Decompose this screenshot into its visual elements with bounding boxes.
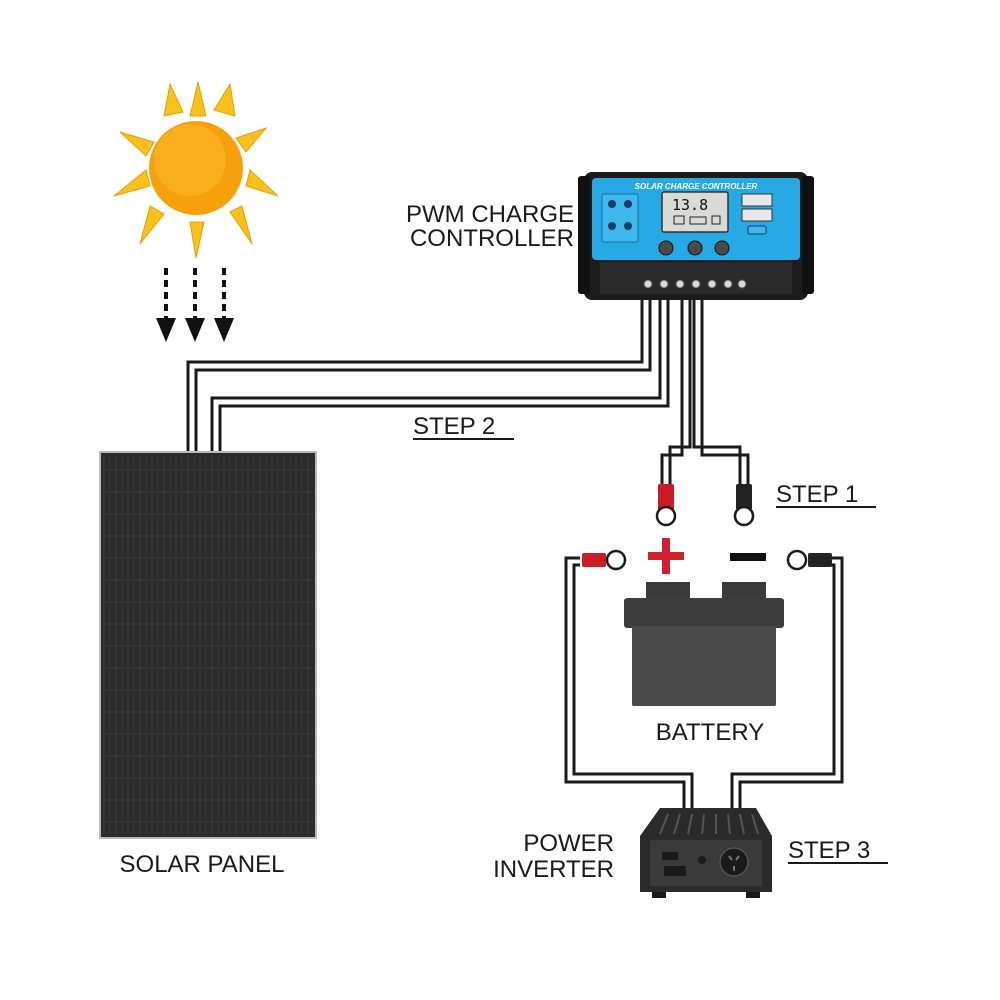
inverter-label-line1: POWER	[523, 830, 614, 857]
controller-button-2	[687, 240, 703, 256]
controller-button-3	[714, 240, 730, 256]
controller-label-line1: PWM CHARGE	[406, 201, 574, 228]
negative-sign	[730, 553, 766, 561]
solar-panel	[99, 451, 317, 839]
step-3-label: STEP 3	[788, 837, 870, 864]
solar-panel-label: SOLAR PANEL	[120, 851, 285, 878]
lcd-value: 13.8	[672, 196, 708, 214]
usb-port-icon	[741, 193, 773, 207]
sunlight-arrows	[156, 268, 234, 342]
step-2-label: STEP 2	[413, 413, 495, 440]
inverter-label-line2: INVERTER	[493, 856, 614, 883]
controller-label-line2: CONTROLLER	[410, 225, 574, 252]
usb-port-icon	[741, 208, 773, 222]
controller-button-1	[658, 240, 674, 256]
controller-brand-text: SOLAR CHARGE CONTROLLER	[635, 182, 758, 191]
battery-cable-terminals	[582, 484, 832, 571]
power-inverter	[640, 808, 772, 898]
sun-icon	[113, 81, 279, 259]
battery-label: BATTERY	[656, 719, 764, 746]
step-1-label: STEP 1	[776, 481, 858, 508]
charge-controller: SOLAR CHARGE CONTROLLER 13.8	[578, 172, 814, 300]
battery	[624, 538, 784, 706]
positive-sign	[648, 538, 684, 574]
